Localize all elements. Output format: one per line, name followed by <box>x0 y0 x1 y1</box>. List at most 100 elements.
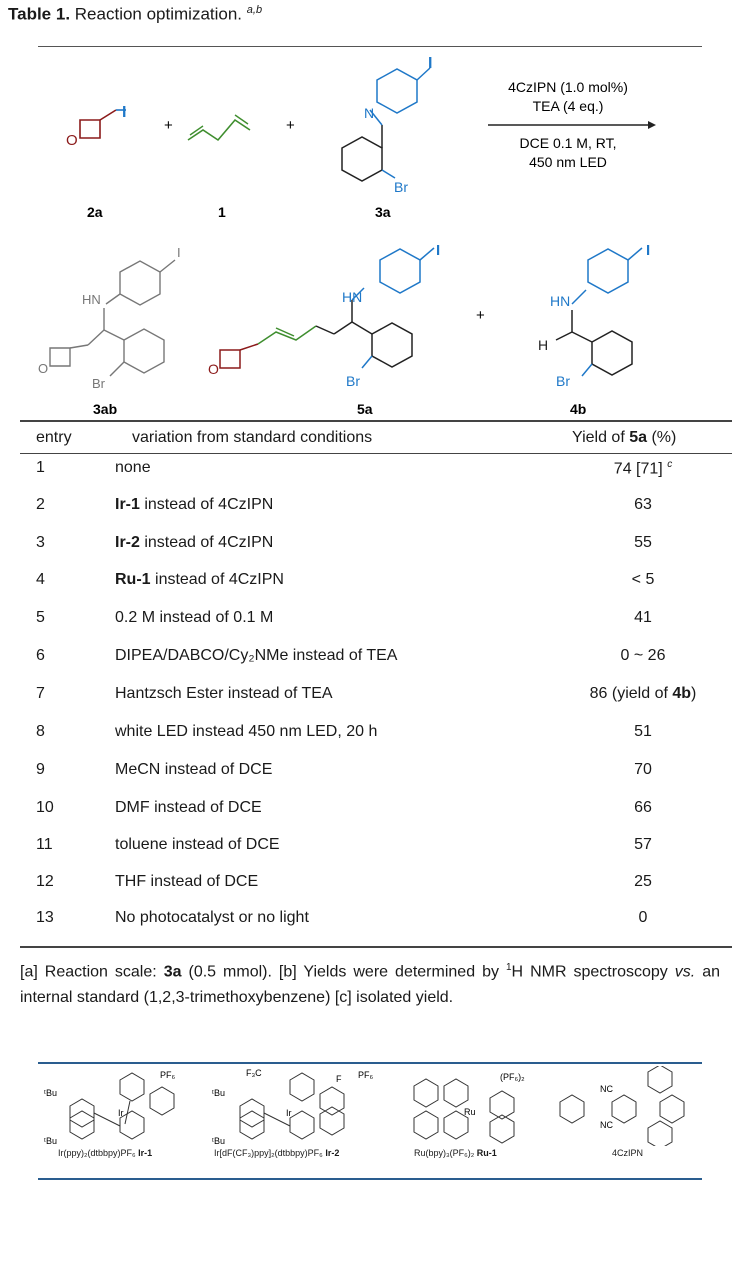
compound-5a <box>219 247 435 369</box>
condition-line-2: 450 nm LED <box>529 154 607 170</box>
svg-text:NC: NC <box>600 1084 613 1094</box>
catalyst-top-rule <box>38 1062 702 1064</box>
cell-yield: 74 [71] c <box>613 459 673 478</box>
atom-br-3ab: Br <box>92 376 106 391</box>
catalyst-ru1-structure <box>413 1078 515 1144</box>
atom-hn-4b: HN <box>550 293 570 309</box>
table-row: 6 DIPEA/DABCO/Cy₂NMe instead of TEA 0 ~ 26 <box>0 647 733 677</box>
cell-entry: 2 <box>36 496 45 513</box>
cell-yield: 66 <box>634 799 652 816</box>
cell-entry: 12 <box>36 873 54 890</box>
catalyst-ir2-structure <box>239 1072 345 1140</box>
svg-text:ᵗBu: ᵗBu <box>44 1088 57 1098</box>
compound-2a <box>79 109 126 139</box>
svg-text:Ru: Ru <box>464 1107 476 1117</box>
svg-text:F₃C: F₃C <box>246 1068 262 1078</box>
catalyst-ir1-label: Ir(ppy)₂(dtbbpy)PF₆ Ir-1 <box>58 1148 153 1158</box>
svg-text:Ir: Ir <box>118 1108 124 1118</box>
atom-n-3a: N <box>364 105 374 121</box>
cell-yield: 25 <box>634 873 652 890</box>
catalyst-structures: ᵗBu ᵗBu Ir PF₆ ᵗBu ᵗBu Ir F₃C F PF₆ Ru (… <box>44 1066 685 1146</box>
cell-variation: toluene instead of DCE <box>115 836 280 853</box>
plus-2: + <box>286 117 295 134</box>
cell-yield: 70 <box>634 761 652 778</box>
svg-text:F: F <box>336 1074 342 1084</box>
table-row: 12 THF instead of DCE 25 <box>0 873 733 903</box>
label-3ab: 3ab <box>93 401 117 417</box>
cell-entry: 1 <box>36 459 45 476</box>
atom-i-2a: I <box>122 104 126 121</box>
plus-1: + <box>164 117 173 134</box>
cell-entry: 6 <box>36 647 45 664</box>
atom-br-5a: Br <box>346 373 360 389</box>
atom-h-4b: H <box>538 337 548 353</box>
header-yield: Yield of 5a (%) <box>572 429 677 446</box>
catalyst-ir2-label: Ir[dF(CF₃)ppy]₂(dtbbpy)PF₆ Ir-2 <box>214 1148 340 1158</box>
top-rule <box>38 46 702 47</box>
header-entry: entry <box>36 429 72 446</box>
cell-variation: white LED instead 450 nm LED, 20 h <box>115 723 378 740</box>
atom-i-4b: I <box>646 242 650 259</box>
atom-br-4b: Br <box>556 373 570 389</box>
cell-entry: 4 <box>36 571 45 588</box>
cell-variation: DIPEA/DABCO/Cy₂NMe instead of TEA <box>115 647 398 664</box>
label-1: 1 <box>218 204 226 220</box>
catalyst-4czipn-structure <box>559 1066 685 1146</box>
cell-variation: Ir-2 instead of 4CzIPN <box>115 534 274 551</box>
cell-entry: 8 <box>36 723 45 740</box>
footnote-rest: an internal standard (1,2,3-trimethoxybe… <box>20 963 721 1007</box>
cell-variation: none <box>115 459 151 476</box>
oxetane-ring <box>79 119 101 139</box>
cell-entry: 7 <box>36 685 45 702</box>
atom-hn-5a: HN <box>342 289 362 305</box>
compound-3ab <box>49 259 176 377</box>
table-bottom-rule <box>20 946 732 948</box>
atom-i-3ab: I <box>177 245 181 260</box>
cell-entry: 11 <box>36 836 53 853</box>
plus-3: + <box>476 307 485 324</box>
cell-entry: 13 <box>36 909 54 926</box>
cell-entry: 9 <box>36 761 45 778</box>
footnote-a-bold: 3a <box>163 963 182 981</box>
cell-yield: 0 ~ 26 <box>620 647 666 664</box>
catalyst-ir1-structure <box>69 1072 175 1140</box>
cell-variation: DMF instead of DCE <box>115 799 262 816</box>
svg-text:PF₆: PF₆ <box>160 1070 176 1080</box>
cell-variation: MeCN instead of DCE <box>115 761 273 778</box>
header-rule <box>20 453 732 454</box>
svg-text:ᵗBu: ᵗBu <box>44 1136 57 1146</box>
cell-yield: 57 <box>634 836 652 853</box>
condition-line-1: DCE 0.1 M, RT, <box>520 135 617 151</box>
table-label: Table 1. <box>8 4 71 24</box>
catalyst-bottom-rule <box>38 1178 702 1180</box>
atom-o-3ab: O <box>38 361 48 376</box>
reagent-line-2: TEA (4 eq.) <box>533 98 604 114</box>
cell-variation: 0.2 M instead of 0.1 M <box>115 609 274 626</box>
cell-yield: 55 <box>634 534 652 551</box>
catalyst-4czipn-label: 4CzIPN <box>612 1148 644 1158</box>
table-caption: Reaction optimization. <box>74 4 243 24</box>
cell-variation: No photocatalyst or no light <box>115 909 309 926</box>
label-3a: 3a <box>375 204 391 220</box>
svg-text:NC: NC <box>600 1120 613 1130</box>
cell-entry: 5 <box>36 609 45 626</box>
cell-variation: THF instead of DCE <box>115 873 259 890</box>
reagent-line-1: 4CzIPN (1.0 mol%) <box>508 79 628 95</box>
reaction-scheme: O I 2a + 1 + N I Br 3a 4CzIPN (1.0 mol%)… <box>38 55 656 417</box>
cell-yield: 0 <box>638 909 648 926</box>
title-notes: a,b <box>246 4 263 16</box>
header-variation: variation from standard conditions <box>132 429 373 446</box>
footnote-nmr-sup: 1 <box>505 962 512 973</box>
cell-yield: < 5 <box>631 571 655 588</box>
label-5a: 5a <box>357 401 373 417</box>
table-header: entry variation from standard conditions… <box>0 423 733 453</box>
compound-1 <box>187 118 251 142</box>
label-2a: 2a <box>87 204 103 220</box>
catalyst-ru1-label: Ru(bpy)₃(PF₆)₂ Ru-1 <box>414 1148 497 1158</box>
